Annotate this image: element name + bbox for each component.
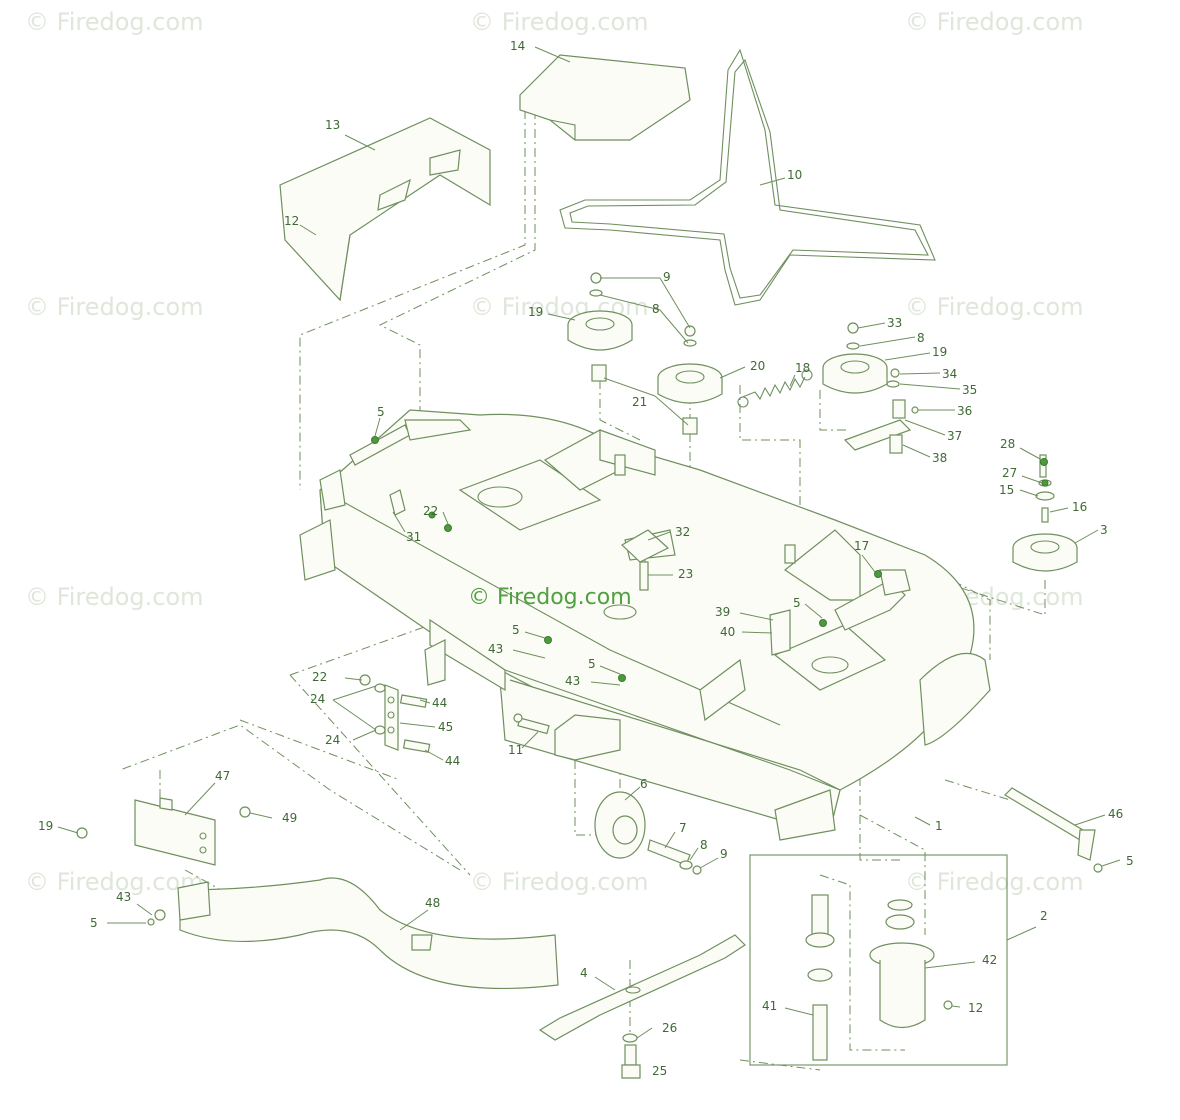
callout-label: 10 xyxy=(787,168,802,182)
callout-label: 31 xyxy=(406,530,421,544)
center-bracket[interactable] xyxy=(621,529,670,591)
callout-label: 44 xyxy=(445,754,460,768)
callout-label: 36 xyxy=(957,404,972,418)
callout-label: 43 xyxy=(116,890,131,904)
callout-label: 22 xyxy=(423,504,438,518)
callout-label: 5 xyxy=(588,657,596,671)
callout-label: 13 xyxy=(325,118,340,132)
callout-label: 12 xyxy=(284,214,299,228)
callout-label: 16 xyxy=(1072,500,1087,514)
callout-label: 24 xyxy=(310,692,325,706)
mower-deck[interactable] xyxy=(299,409,991,841)
callout-label: 2 xyxy=(1040,909,1048,923)
gauge-wheel[interactable] xyxy=(594,791,702,875)
callout-label: 42 xyxy=(982,953,997,967)
discharge-mount-plate[interactable] xyxy=(76,797,251,866)
idler-pulley-center[interactable] xyxy=(657,363,723,435)
callout-label: 45 xyxy=(438,720,453,734)
watermark: © Firedog.com xyxy=(25,868,204,896)
callout-label: 5 xyxy=(377,405,385,419)
watermark: © Firedog.com xyxy=(25,583,204,611)
deck-bolt[interactable] xyxy=(513,713,550,735)
callout-label: 5 xyxy=(512,623,520,637)
chain-links[interactable] xyxy=(359,674,431,753)
callout-label: 12 xyxy=(968,1001,983,1015)
callout-label: 8 xyxy=(652,302,660,316)
callout-label: 7 xyxy=(679,821,687,835)
callout-label: 43 xyxy=(565,674,580,688)
idler-pulley-right[interactable] xyxy=(822,353,888,394)
tension-spring[interactable] xyxy=(737,369,813,408)
center-watermark: © Firedog.com xyxy=(468,585,632,610)
callout-label: 15 xyxy=(999,483,1014,497)
callout-label: 28 xyxy=(1000,437,1015,451)
watermark: © Firedog.com xyxy=(25,293,204,321)
callout-label: 17 xyxy=(854,539,869,553)
callout-label: 1 xyxy=(935,819,943,833)
top-cover[interactable] xyxy=(519,54,691,141)
callout-label: 24 xyxy=(325,733,340,747)
callout-label: 43 xyxy=(488,642,503,656)
watermark: © Firedog.com xyxy=(470,8,649,36)
watermark: © Firedog.com xyxy=(905,293,1084,321)
callout-label: 21 xyxy=(632,395,647,409)
callout-label: 5 xyxy=(1126,854,1134,868)
callout-label: 9 xyxy=(720,847,728,861)
watermark: © Firedog.com xyxy=(905,8,1084,36)
callout-label: 27 xyxy=(1002,466,1017,480)
spindle-pulley[interactable] xyxy=(1012,533,1078,572)
callout-label: 20 xyxy=(750,359,765,373)
callout-label: 8 xyxy=(917,331,925,345)
callout-label: 5 xyxy=(90,916,98,930)
callout-label: 19 xyxy=(38,819,53,833)
callout-label: 5 xyxy=(793,596,801,610)
callout-label: 32 xyxy=(675,525,690,539)
callout-label: 46 xyxy=(1108,807,1123,821)
callout-label: 35 xyxy=(962,383,977,397)
callout-label: 49 xyxy=(282,811,297,825)
callout-label: 39 xyxy=(715,605,730,619)
callout-label: 6 xyxy=(640,777,648,791)
callout-label: 23 xyxy=(678,567,693,581)
leader-lines xyxy=(57,46,1121,1039)
callout-labels: 1 2 3 4 5 5 5 5 5 5 6 7 8 8 8 9 9 10 11 … xyxy=(38,39,1134,1078)
callout-label: 44 xyxy=(432,696,447,710)
callout-label: 26 xyxy=(662,1021,677,1035)
watermark: © Firedog.com xyxy=(470,868,649,896)
callout-label: 14 xyxy=(510,39,525,53)
callout-label: 19 xyxy=(932,345,947,359)
callout-label: 18 xyxy=(795,361,810,375)
callout-label: 22 xyxy=(312,670,327,684)
callout-label: 3 xyxy=(1100,523,1108,537)
belt-shield[interactable] xyxy=(279,117,491,302)
callout-label: 33 xyxy=(887,316,902,330)
callout-label: 19 xyxy=(528,305,543,319)
spindle-assembly[interactable] xyxy=(749,854,1008,1066)
callout-label: 4 xyxy=(580,966,588,980)
callout-label: 37 xyxy=(947,429,962,443)
lift-rod[interactable] xyxy=(1004,787,1103,873)
discharge-chute[interactable] xyxy=(147,877,559,990)
callout-label: 48 xyxy=(425,896,440,910)
callout-label: 8 xyxy=(700,838,708,852)
callout-label: 38 xyxy=(932,451,947,465)
callout-label: 47 xyxy=(215,769,230,783)
watermark: © Firedog.com xyxy=(25,8,204,36)
callout-label: 25 xyxy=(652,1064,667,1078)
callout-label: 40 xyxy=(720,625,735,639)
callout-label: 41 xyxy=(762,999,777,1013)
hardware-highlights xyxy=(371,436,1049,682)
callout-label: 34 xyxy=(942,367,957,381)
blade-bolt[interactable] xyxy=(621,1033,641,1079)
callout-label: 11 xyxy=(508,743,523,757)
idler-pulley-left[interactable] xyxy=(567,310,633,382)
callout-label: 9 xyxy=(663,270,671,284)
watermark: © Firedog.com xyxy=(905,868,1084,896)
drive-belt[interactable] xyxy=(559,48,936,306)
mower-blade[interactable] xyxy=(538,934,746,1041)
